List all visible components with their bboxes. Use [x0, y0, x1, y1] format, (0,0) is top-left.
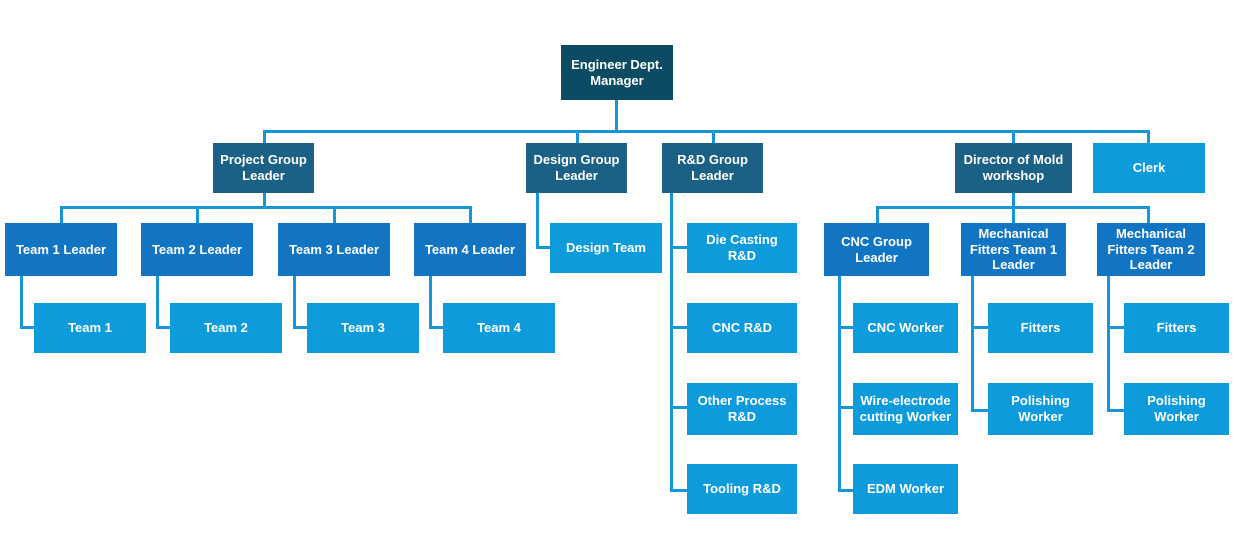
connector-design-elbow-v — [536, 193, 539, 249]
connector-drop-clerk — [1147, 130, 1150, 144]
node-project-group-leader[interactable]: Project Group Leader — [213, 143, 314, 193]
node-rnd-group-leader[interactable]: R&D Group Leader — [662, 143, 763, 193]
connector-team2-elbow-h — [156, 326, 172, 329]
connector-design-elbow-h — [536, 246, 550, 249]
connector-rnd-branch-3 — [670, 406, 688, 409]
node-cnc-group-leader[interactable]: CNC Group Leader — [824, 223, 929, 276]
connector-drop-team3l — [333, 206, 336, 223]
node-polishing-worker-team1[interactable]: Polishing Worker — [988, 383, 1093, 435]
connector-team1-elbow-h — [20, 326, 36, 329]
connector-rnd-spine — [670, 193, 673, 492]
node-mech-fitters-team2-leader[interactable]: Mechanical Fitters Team 2 Leader — [1097, 223, 1205, 276]
node-other-process-rnd[interactable]: Other Process R&D — [687, 383, 797, 435]
connector-team4-elbow-v — [429, 276, 432, 329]
node-team-4-leader[interactable]: Team 4 Leader — [414, 223, 526, 276]
node-cnc-worker[interactable]: CNC Worker — [853, 303, 958, 353]
connector-project-bus — [60, 206, 472, 209]
node-design-team[interactable]: Design Team — [550, 223, 662, 273]
connector-cnc-branch-3 — [838, 489, 856, 492]
connector-rnd-branch-1 — [670, 246, 688, 249]
node-team-1[interactable]: Team 1 — [34, 303, 146, 353]
connector-drop-rnd — [712, 130, 715, 144]
node-mech-fitters-team1-leader[interactable]: Mechanical Fitters Team 1 Leader — [961, 223, 1066, 276]
connector-fit2-branch-2 — [1107, 409, 1125, 412]
connector-drop-cncgrp — [876, 206, 879, 223]
connector-project-stem — [263, 193, 266, 208]
node-fitters-team1[interactable]: Fitters — [988, 303, 1093, 353]
connector-root-stem — [615, 100, 618, 132]
connector-root-bus — [264, 130, 1150, 133]
node-team-2[interactable]: Team 2 — [170, 303, 282, 353]
connector-team3-elbow-v — [293, 276, 296, 329]
connector-drop-design — [576, 130, 579, 144]
node-team-3-leader[interactable]: Team 3 Leader — [278, 223, 390, 276]
connector-drop-team1l — [60, 206, 63, 223]
node-polishing-worker-team2[interactable]: Polishing Worker — [1124, 383, 1229, 435]
connector-drop-project — [263, 130, 266, 144]
node-wire-electrode-worker[interactable]: Wire-electrode cutting Worker — [853, 383, 958, 435]
connector-drop-mold — [1012, 130, 1015, 144]
connector-drop-fitters2 — [1147, 206, 1150, 223]
connector-drop-team4l — [469, 206, 472, 223]
node-design-group-leader[interactable]: Design Group Leader — [526, 143, 627, 193]
node-die-casting-rnd[interactable]: Die Casting R&D — [687, 223, 797, 273]
connector-team1-elbow-v — [20, 276, 23, 329]
node-team-2-leader[interactable]: Team 2 Leader — [141, 223, 253, 276]
connector-team4-elbow-h — [429, 326, 445, 329]
node-team-1-leader[interactable]: Team 1 Leader — [5, 223, 117, 276]
connector-team3-elbow-h — [293, 326, 309, 329]
node-team-3[interactable]: Team 3 — [307, 303, 419, 353]
node-cnc-rnd[interactable]: CNC R&D — [687, 303, 797, 353]
node-team-4[interactable]: Team 4 — [443, 303, 555, 353]
connector-fit2-branch-1 — [1107, 326, 1125, 329]
connector-cnc-branch-2 — [838, 406, 856, 409]
connector-rnd-branch-2 — [670, 326, 688, 329]
connector-drop-fitters1 — [1012, 206, 1015, 223]
node-clerk[interactable]: Clerk — [1093, 143, 1205, 193]
node-fitters-team2[interactable]: Fitters — [1124, 303, 1229, 353]
connector-fit1-branch-1 — [971, 326, 989, 329]
connector-drop-team2l — [196, 206, 199, 223]
node-tooling-rnd[interactable]: Tooling R&D — [687, 464, 797, 514]
connector-mold-stem — [1012, 193, 1015, 208]
connector-fit2-spine — [1107, 276, 1110, 412]
connector-rnd-branch-4 — [670, 489, 688, 492]
connector-fit1-spine — [971, 276, 974, 412]
node-engineer-dept-manager[interactable]: Engineer Dept. Manager — [561, 45, 673, 100]
node-director-mold-workshop[interactable]: Director of Mold workshop — [955, 143, 1072, 193]
connector-cnc-branch-1 — [838, 326, 856, 329]
node-edm-worker[interactable]: EDM Worker — [853, 464, 958, 514]
connector-fit1-branch-2 — [971, 409, 989, 412]
connector-team2-elbow-v — [156, 276, 159, 329]
connector-cnc-spine — [838, 276, 841, 492]
